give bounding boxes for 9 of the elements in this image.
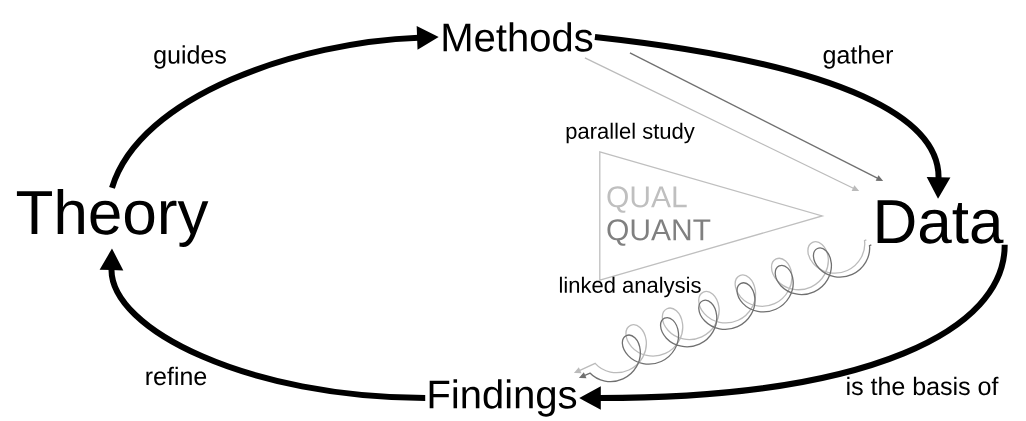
- term-label: Findings: [429, 379, 577, 417]
- note-label: parallel study: [566, 122, 695, 144]
- term-label: Data: [877, 200, 1004, 244]
- term-label: Methods: [443, 22, 593, 52]
- term-label: Theory: [16, 189, 209, 247]
- edge-label: is the basis of: [847, 376, 999, 396]
- edge-label: guides: [154, 45, 226, 69]
- edge-label: refine: [146, 366, 207, 386]
- edge-label: gather: [823, 45, 893, 69]
